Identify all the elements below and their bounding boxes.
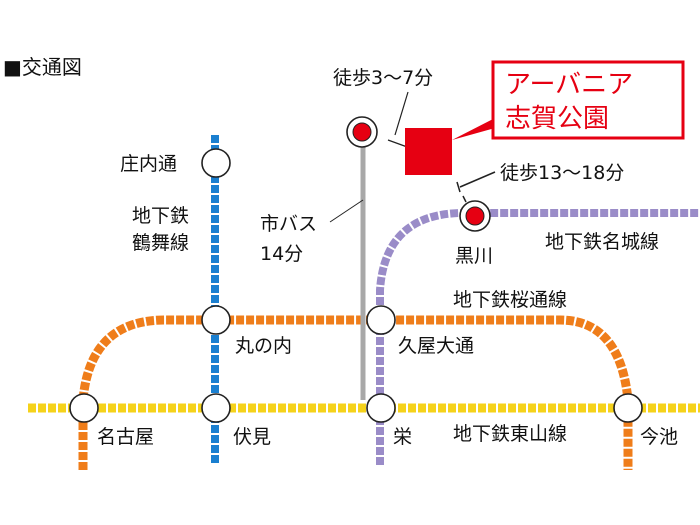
sakuradori-label: 地下鉄桜通線 — [453, 289, 567, 311]
callout-pointer — [452, 118, 495, 140]
destination-name-line1: アーバニア — [505, 70, 633, 100]
kurokawa-dot — [465, 206, 485, 226]
bus-label-line2: 14分 — [260, 243, 303, 265]
station-label-nagoya: 名古屋 — [97, 426, 154, 448]
bus-leader — [329, 199, 364, 223]
station-label-marunouchi: 丸の内 — [235, 335, 292, 357]
station-label-imaike: 今池 — [640, 426, 678, 448]
tsurumai-label-line2: 鶴舞線 — [132, 232, 189, 254]
higashiyama-label: 地下鉄東山線 — [453, 423, 567, 445]
station-sakae[interactable] — [366, 393, 396, 423]
destination-callout — [491, 60, 685, 140]
station-fushimi[interactable] — [201, 393, 231, 423]
bus-stop-dot — [352, 122, 372, 142]
station-hisaya[interactable] — [366, 305, 396, 335]
station-shonaidori[interactable] — [201, 148, 231, 178]
station-label-sakae: 栄 — [393, 426, 412, 448]
page-title: ■交通図 — [3, 55, 82, 79]
station-label-shonaidori: 庄内通 — [120, 153, 177, 175]
tsurumai-label-line1: 地下鉄 — [132, 205, 189, 227]
walk-far-leader — [456, 171, 496, 203]
station-marunouchi[interactable] — [201, 305, 231, 335]
station-label-fushimi: 伏見 — [233, 426, 271, 448]
walk-far-label: 徒歩13〜18分 — [500, 162, 624, 184]
meijo-line — [376, 209, 700, 465]
destination-name-line2: 志賀公園 — [505, 104, 609, 134]
meijo-label: 地下鉄名城線 — [545, 231, 659, 253]
destination-marker — [405, 128, 452, 175]
walk-near-label: 徒歩3〜7分 — [333, 67, 433, 89]
station-label-hisaya: 久屋大通 — [398, 335, 474, 357]
station-imaike[interactable] — [613, 393, 643, 423]
station-label-kurokawa: 黒川 — [455, 245, 493, 267]
bus-label-line1: 市バス — [260, 213, 317, 235]
station-nagoya[interactable] — [69, 393, 99, 423]
sakuradori-line — [78, 315, 633, 470]
